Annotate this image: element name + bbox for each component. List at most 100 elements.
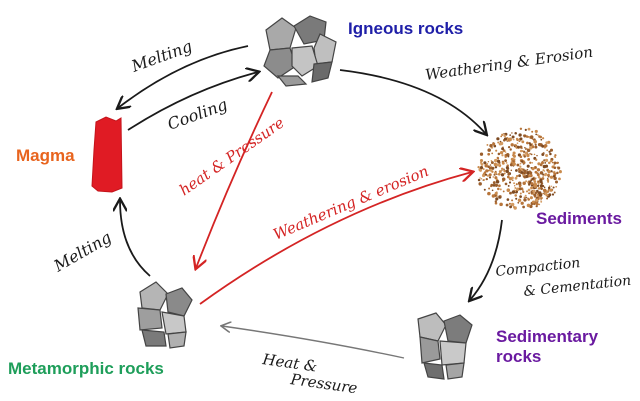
sediment-grain (512, 179, 514, 181)
sediment-grain (515, 183, 518, 186)
sediment-grain (496, 195, 498, 198)
sediments-dots-icon (477, 127, 562, 210)
magma-icon (91, 116, 123, 193)
sediment-grain (493, 158, 498, 163)
sediment-grain (519, 162, 522, 165)
sediment-grain (533, 139, 537, 144)
sediment-grain (538, 193, 543, 197)
sediment-grain (551, 193, 555, 196)
sediment-grain (506, 198, 510, 201)
sediment-grain (530, 135, 534, 139)
sediment-grain (519, 127, 523, 130)
sediment-grain (553, 166, 557, 169)
sediment-grain (503, 137, 508, 141)
sediment-grain (498, 184, 501, 188)
sediment-grain (512, 160, 514, 162)
sediment-grain (519, 137, 523, 141)
sediment-grain (529, 161, 532, 164)
sediment-grain (529, 152, 531, 155)
sediment-grain (534, 166, 537, 168)
sediment-grain (518, 133, 522, 137)
sediment-grain (531, 167, 535, 171)
weathering-erosion-red-label: Weathering & erosion (271, 162, 432, 244)
sediment-grain (495, 180, 500, 184)
sediment-grain (526, 164, 530, 168)
sediment-grain (536, 173, 540, 177)
sediment-grain (524, 194, 527, 197)
sediment-grain (501, 133, 504, 136)
sediment-grain (487, 165, 490, 169)
sediment-grain (530, 186, 534, 190)
sediment-grain (499, 195, 502, 198)
sediment-grain (511, 135, 515, 139)
sediment-grain (535, 205, 538, 208)
sediment-grain (529, 146, 533, 150)
sediment-grain (522, 190, 525, 194)
sediment-grain (483, 188, 486, 191)
sediment-grain (547, 175, 550, 178)
sediment-grain (538, 203, 541, 206)
sediment-grain (511, 199, 514, 202)
sediment-grain (497, 152, 501, 156)
sediment-grain (546, 197, 549, 200)
sediment-grain (514, 132, 517, 135)
sediment-grain (552, 186, 555, 189)
sediment-grain (550, 185, 553, 188)
sediment-grain (547, 140, 551, 144)
sediment-grain (546, 177, 549, 180)
sediment-grain (525, 196, 527, 199)
sediment-grain (526, 153, 529, 156)
sedimentary-rocks-label-2: rocks (496, 347, 541, 366)
sediment-grain (500, 173, 505, 177)
sediment-grain (503, 172, 506, 175)
sediment-grain (522, 205, 525, 209)
sediment-grain (530, 182, 534, 185)
sediment-grain (541, 177, 545, 180)
sediment-grain (484, 164, 488, 168)
sediment-grain (530, 153, 533, 156)
sediment-grain (540, 138, 543, 141)
sediment-grain (480, 178, 483, 180)
heat-pressure-arrow-gray (222, 326, 405, 359)
sediment-grain (495, 170, 497, 173)
sediment-grain (531, 130, 534, 133)
sediment-grain (494, 183, 499, 187)
sediment-grain (497, 137, 499, 140)
sediment-grain (492, 184, 496, 187)
sediment-grain (527, 158, 531, 161)
melting-left-label: Melting (50, 227, 115, 275)
sediment-grain (531, 162, 534, 164)
sediment-grain (490, 183, 494, 187)
sediment-grain (510, 157, 515, 162)
sediment-grain (528, 183, 531, 186)
sediment-grain (542, 188, 547, 193)
sediment-grain (554, 154, 557, 157)
sediment-grain (490, 166, 492, 168)
sediment-grain (545, 153, 549, 158)
sediment-grain (520, 171, 524, 174)
sediment-grain (546, 149, 549, 152)
sediment-grain (548, 185, 551, 187)
sediment-grain (515, 197, 518, 200)
igneous-rock-icon (263, 15, 337, 87)
sediment-grain (558, 170, 562, 174)
sediment-grain (537, 142, 542, 147)
sediment-grain (497, 172, 501, 176)
sediment-grain (539, 180, 543, 184)
sediment-grain (487, 152, 491, 156)
sediment-grain (527, 197, 529, 199)
sediment-grain (510, 202, 515, 207)
sediment-grain (524, 128, 527, 131)
sediment-grain (495, 149, 498, 152)
sediment-grain (552, 171, 555, 174)
sediment-grain (528, 170, 531, 173)
sediment-grain (515, 137, 519, 141)
sediment-grain (494, 165, 498, 169)
sediment-grain (540, 164, 543, 167)
sediment-grain (489, 144, 493, 148)
sediment-grain (509, 205, 513, 209)
sediment-grain (497, 187, 500, 191)
sediment-grain (510, 138, 513, 140)
sediment-grain (502, 190, 505, 193)
sediment-grain (483, 161, 487, 165)
